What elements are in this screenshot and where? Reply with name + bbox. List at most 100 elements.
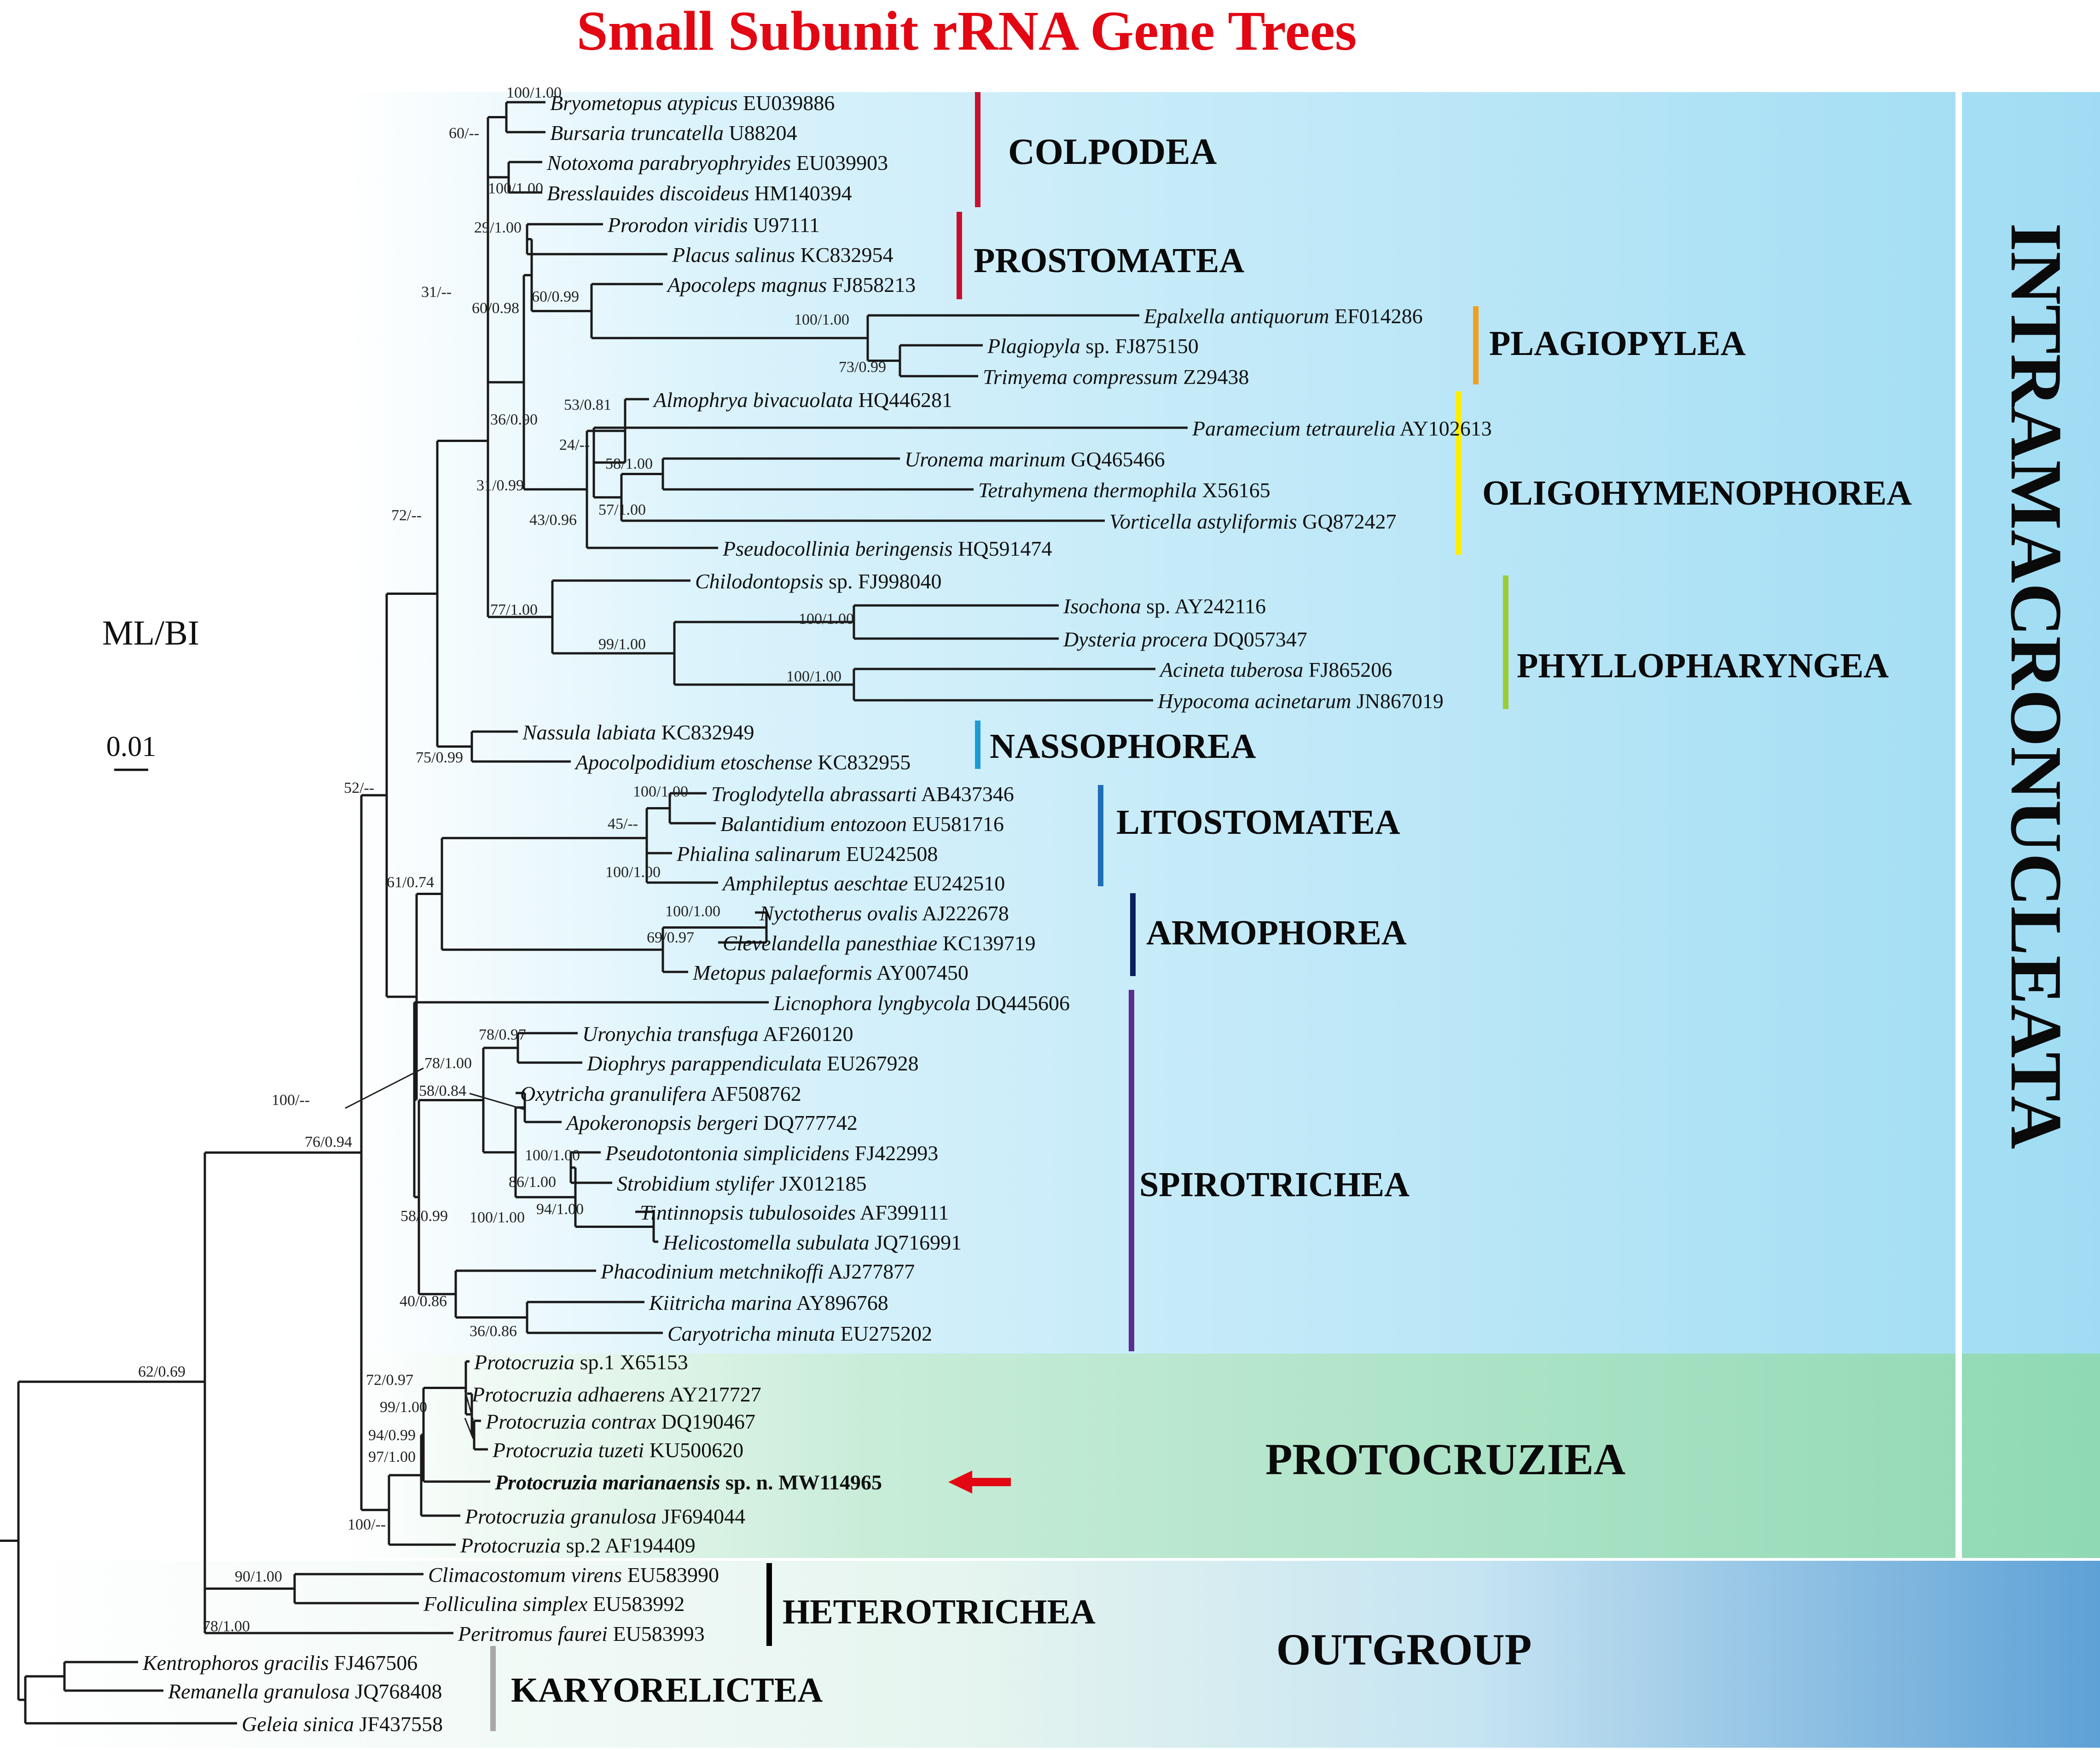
support-value: 31/-- <box>421 284 452 301</box>
spirotrichea-bracket <box>1129 990 1134 1351</box>
taxon-label: Tintinnopsis tubulosoides AF399111 <box>640 1201 949 1224</box>
taxon-name: Phialina salinarum <box>676 842 841 866</box>
taxon-label: Notoxoma parabryophryides EU039903 <box>546 151 888 174</box>
taxon-name: Plagiopyla <box>987 334 1080 358</box>
taxon-name: Diophrys parappendiculata <box>586 1052 822 1075</box>
support-value: 58/0.84 <box>419 1082 466 1099</box>
support-leader-line <box>464 1418 474 1439</box>
outgroup-label: OUTGROUP <box>1276 1625 1532 1674</box>
taxon-name: Licnophora lyngbycola <box>773 991 970 1015</box>
taxon-label: Kiitricha marina AY896768 <box>649 1291 888 1314</box>
support-value: 100/1.00 <box>470 1209 525 1226</box>
support-value: 100/1.00 <box>525 1147 580 1164</box>
taxon-label: Peritromus faurei EU583993 <box>458 1622 705 1645</box>
taxon-label: Licnophora lyngbycola DQ445606 <box>773 991 1070 1015</box>
taxon-label: Vorticella astyliformis GQ872427 <box>1109 510 1397 533</box>
accession-number: AF508762 <box>707 1082 801 1105</box>
accession-number: KC139719 <box>937 931 1035 955</box>
support-value: 100/-- <box>348 1516 386 1533</box>
accession-number: AY896768 <box>792 1291 888 1314</box>
taxon-label: Strobidium stylifer JX012185 <box>617 1172 867 1195</box>
taxon-name: Apokeronopsis bergeri <box>565 1111 758 1134</box>
taxon-name: Protocruzia <box>460 1534 561 1557</box>
taxon-name: Peritromus faurei <box>458 1622 608 1645</box>
accession-number: EU583993 <box>608 1622 705 1645</box>
taxon-name: Apocoleps magnus <box>666 273 827 297</box>
taxon-name: Dysteria procera <box>1063 628 1208 651</box>
prostomatea-group-label: PROSTOMATEA <box>974 241 1244 280</box>
accession-number: sp.2 AF194409 <box>561 1534 696 1557</box>
intramacronucleata-panel <box>345 92 2100 1354</box>
taxon-label: Chilodontopsis sp. FJ998040 <box>695 570 942 593</box>
taxon-label: Nassula labiata KC832949 <box>522 721 754 744</box>
taxon-name: Oxytricha granulifera <box>520 1082 707 1105</box>
taxon-label: Almophrya bivacuolata HQ446281 <box>652 388 952 412</box>
accession-number: DQ777742 <box>758 1111 858 1134</box>
taxon-label: Acineta tuberosa FJ865206 <box>1159 658 1392 681</box>
support-value: 78/1.00 <box>424 1055 472 1072</box>
support-value: 100/1.00 <box>794 311 849 328</box>
taxon-label: Folliculina simplex EU583992 <box>423 1592 685 1616</box>
support-value: 29/1.00 <box>474 219 522 236</box>
outgroup-top-line <box>18 1558 2100 1561</box>
support-value: 90/1.00 <box>235 1568 282 1585</box>
accession-number: DQ057347 <box>1208 628 1307 651</box>
taxon-name: Bresslauides discoideus <box>547 181 749 205</box>
group-brackets: COLPODEAPROSTOMATEAPLAGIOPYLEAOLIGOHYMEN… <box>490 92 1912 1731</box>
accession-number: AJ277877 <box>824 1260 915 1283</box>
litostomatea-bracket <box>1098 785 1103 886</box>
accession-number: EU275202 <box>835 1322 932 1345</box>
accession-number: X56165 <box>1197 478 1270 502</box>
support-value: 100/1.00 <box>605 864 661 881</box>
taxon-label: Protocruzia sp.2 AF194409 <box>460 1534 696 1557</box>
taxon-name: Protocruzia marianaensis <box>494 1471 720 1494</box>
legend-method: ML/BI <box>102 614 199 652</box>
support-value: 99/1.00 <box>598 636 646 653</box>
taxon-label: Troglodytella abrassarti AB437346 <box>711 782 1014 806</box>
taxon-name: Trimyema compressum <box>983 365 1178 389</box>
intramacronucleata-label: INTRAMACRONUCLEATA <box>1996 223 2077 1149</box>
new-species-arrow <box>948 1471 1011 1494</box>
taxon-name: Chilodontopsis <box>695 570 824 593</box>
accession-number: KC832949 <box>656 721 754 744</box>
accession-number: HM140394 <box>749 181 852 205</box>
taxon-name: Balantidium entozoon <box>720 812 907 836</box>
figure-title: Small Subunit rRNA Gene Trees <box>577 0 1357 62</box>
support-value: 94/0.99 <box>368 1427 416 1444</box>
taxon-name: Vorticella astyliformis <box>1109 510 1297 533</box>
support-value: 36/0.86 <box>470 1323 517 1340</box>
taxon-label: Protocruzia adhaerens AY217727 <box>471 1383 761 1406</box>
support-value: 73/0.99 <box>839 359 886 376</box>
taxon-name: Helicostomella subulata <box>662 1231 869 1254</box>
taxon-label: Climacostomum virens EU583990 <box>428 1563 719 1587</box>
phyllopharyngea-bracket <box>1503 576 1508 709</box>
support-value: 58/1.00 <box>605 455 653 472</box>
accession-number: EU039903 <box>791 151 888 174</box>
taxon-label: Nyctotherus ovalis AJ222678 <box>759 901 1009 925</box>
accession-number: U97111 <box>748 213 820 237</box>
taxon-label: Placus salinus KC832954 <box>672 243 893 267</box>
accession-number: AF260120 <box>759 1022 853 1046</box>
accession-number: KU500620 <box>644 1438 743 1462</box>
colpodea-bracket <box>975 92 980 207</box>
support-value: 62/0.69 <box>138 1363 186 1380</box>
taxon-name: Caryotricha minuta <box>667 1322 835 1345</box>
taxon-label: Bresslauides discoideus HM140394 <box>547 181 852 205</box>
taxon-name: Almophrya bivacuolata <box>652 388 853 412</box>
taxon-name: Clevelandella panesthiae <box>723 931 937 955</box>
litostomatea-group-label: LITOSTOMATEA <box>1116 803 1400 842</box>
spirotrichea-group-label: SPIROTRICHEA <box>1139 1165 1410 1204</box>
taxon-name: Remanella granulosa <box>168 1680 350 1703</box>
taxon-label: Geleia sinica JF437558 <box>242 1712 443 1736</box>
accession-number: JX012185 <box>774 1172 867 1195</box>
support-values: 100/1.0060/--100/1.0029/1.0060/0.9960/0.… <box>138 84 886 1635</box>
heterotrichea-group-label: HETEROTRICHEA <box>783 1593 1096 1631</box>
accession-number: FJ858213 <box>827 273 916 297</box>
taxon-name: Climacostomum virens <box>428 1563 622 1587</box>
accession-number: sp. n. MW114965 <box>720 1471 882 1494</box>
support-value: 78/1.00 <box>203 1618 250 1635</box>
armophorea-bracket <box>1130 893 1136 976</box>
taxon-label: Prorodon viridis U97111 <box>607 213 820 237</box>
taxon-name: Kiitricha marina <box>649 1291 792 1314</box>
taxon-name: Epalxella antiquorum <box>1143 304 1329 328</box>
